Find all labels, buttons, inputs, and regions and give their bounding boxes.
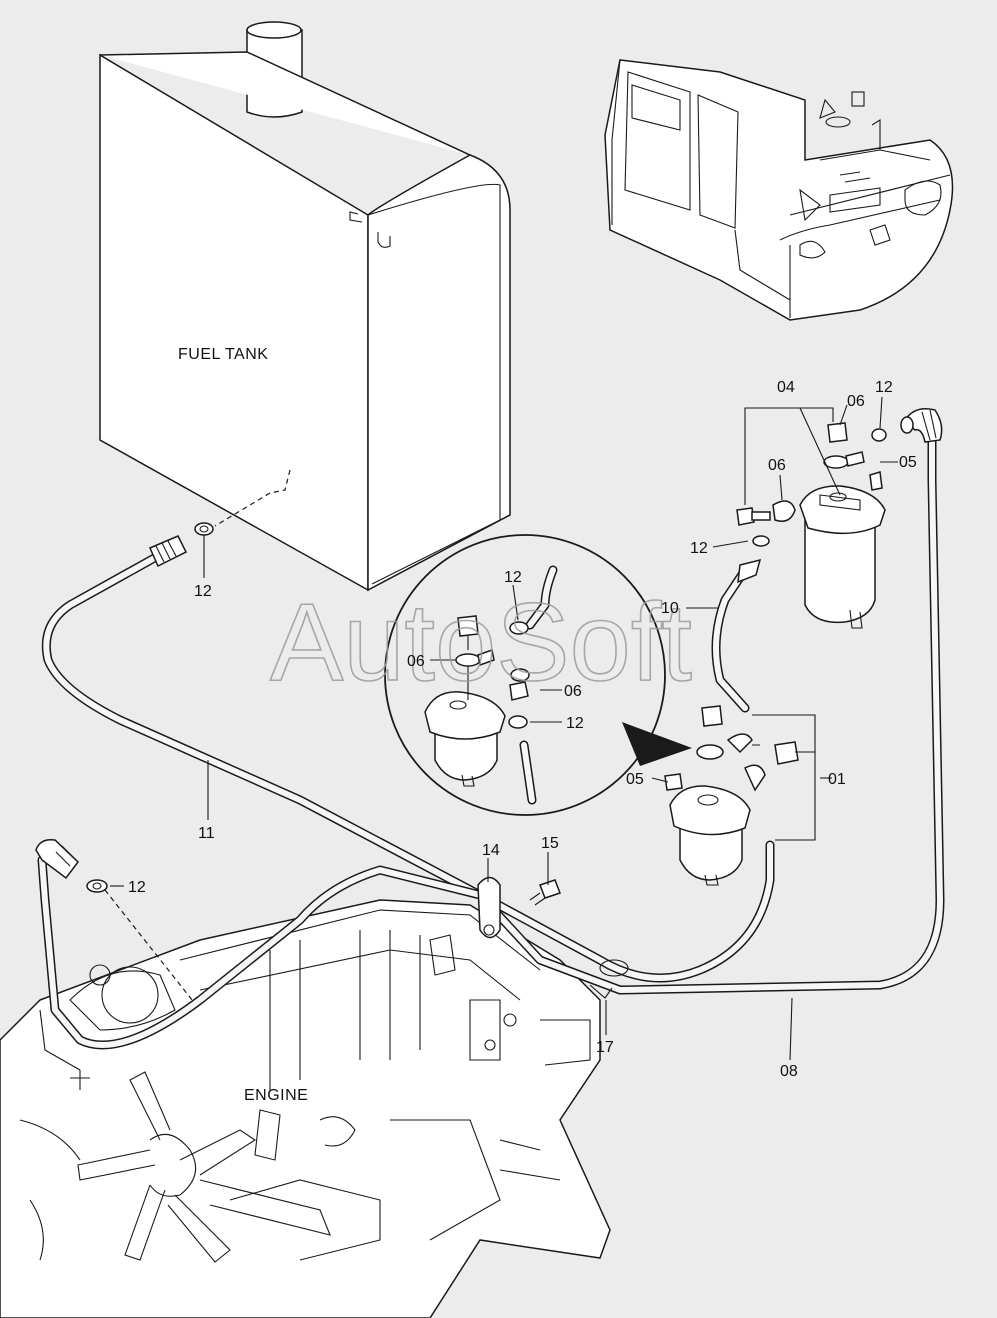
callout-01: 01	[828, 771, 846, 788]
tank-outlet-fitting	[149, 522, 214, 568]
callout-leaders	[110, 396, 898, 1061]
callout-12-top: 12	[875, 379, 893, 396]
detail-magnifier	[384, 534, 692, 816]
excavator-overview-drawing	[604, 59, 954, 321]
callout-15: 15	[541, 835, 559, 852]
filter-assembly-upper	[736, 407, 887, 629]
bolt-15	[529, 879, 561, 906]
callout-10: 10	[661, 600, 679, 617]
callout-04: 04	[777, 379, 795, 396]
callout-12-tank: 12	[194, 583, 212, 600]
callout-17: 17	[596, 1039, 614, 1056]
callout-05-right: 05	[899, 454, 917, 471]
callout-14: 14	[482, 842, 500, 859]
callout-06-top: 06	[847, 393, 865, 410]
callout-12-detail: 12	[504, 569, 522, 586]
hose-routing	[37, 435, 945, 1050]
callout-12-filter: 12	[690, 540, 708, 557]
return-elbow-fitting	[900, 408, 943, 443]
filter-assembly-lower	[664, 705, 816, 886]
engine-inlet-fitting	[35, 838, 108, 893]
callout-06-mid: 06	[768, 457, 786, 474]
fuel-tank-label: FUEL TANK	[178, 346, 268, 363]
callout-06-detail-left: 06	[407, 653, 425, 670]
callout-06-detail-right: 06	[564, 683, 582, 700]
engine-label: ENGINE	[244, 1087, 308, 1104]
callout-12-detail-low: 12	[566, 715, 584, 732]
clamp-14	[477, 876, 501, 939]
engine-drawing	[0, 889, 611, 1318]
clamp-17	[589, 959, 629, 999]
callout-08: 08	[780, 1063, 798, 1080]
watermark-text: AutoSoft	[270, 581, 692, 704]
callout-12-engine: 12	[128, 879, 146, 896]
fuel-tank-drawing	[99, 21, 511, 592]
callout-05-lower: 05	[626, 771, 644, 788]
callout-11: 11	[198, 825, 215, 842]
